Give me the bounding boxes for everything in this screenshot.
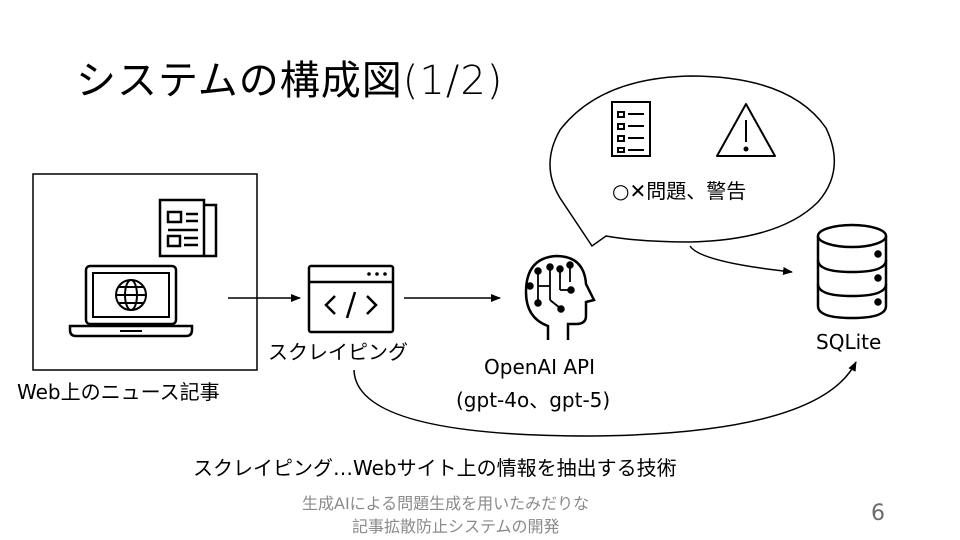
scraping-description: スクレイピング…Webサイト上の情報を抽出する技術	[193, 456, 677, 480]
warning-icon	[716, 103, 776, 157]
db-label: SQLite	[816, 330, 882, 354]
page-number: 6	[871, 501, 885, 526]
arrow-scraper-to-db	[353, 361, 857, 437]
code-window-icon	[307, 264, 395, 334]
ai-head-icon	[524, 254, 596, 340]
scraping-label: スクレイピング	[268, 340, 408, 364]
globe-icon	[115, 279, 147, 311]
footer-line2: 記事拡散防止システムの開発	[352, 517, 560, 536]
source-label: Web上のニュース記事	[17, 380, 220, 404]
footer-line1: 生成AIによる問題生成を用いたみだりな	[302, 494, 590, 513]
arrow-bubble-to-db	[689, 245, 793, 276]
newspaper-icon	[158, 198, 218, 258]
bubble-label: ○✕問題、警告	[612, 179, 747, 203]
api-label-line2: (gpt-4o、gpt-5)	[456, 388, 611, 412]
checklist-icon	[611, 101, 651, 157]
speech-bubble	[549, 75, 836, 248]
source-box	[32, 173, 258, 371]
slide-title: システムの構成図(1/2)	[76, 58, 504, 104]
database-icon	[816, 223, 888, 320]
laptop-icon	[68, 264, 194, 338]
api-label-line1: OpenAI API	[484, 355, 595, 379]
